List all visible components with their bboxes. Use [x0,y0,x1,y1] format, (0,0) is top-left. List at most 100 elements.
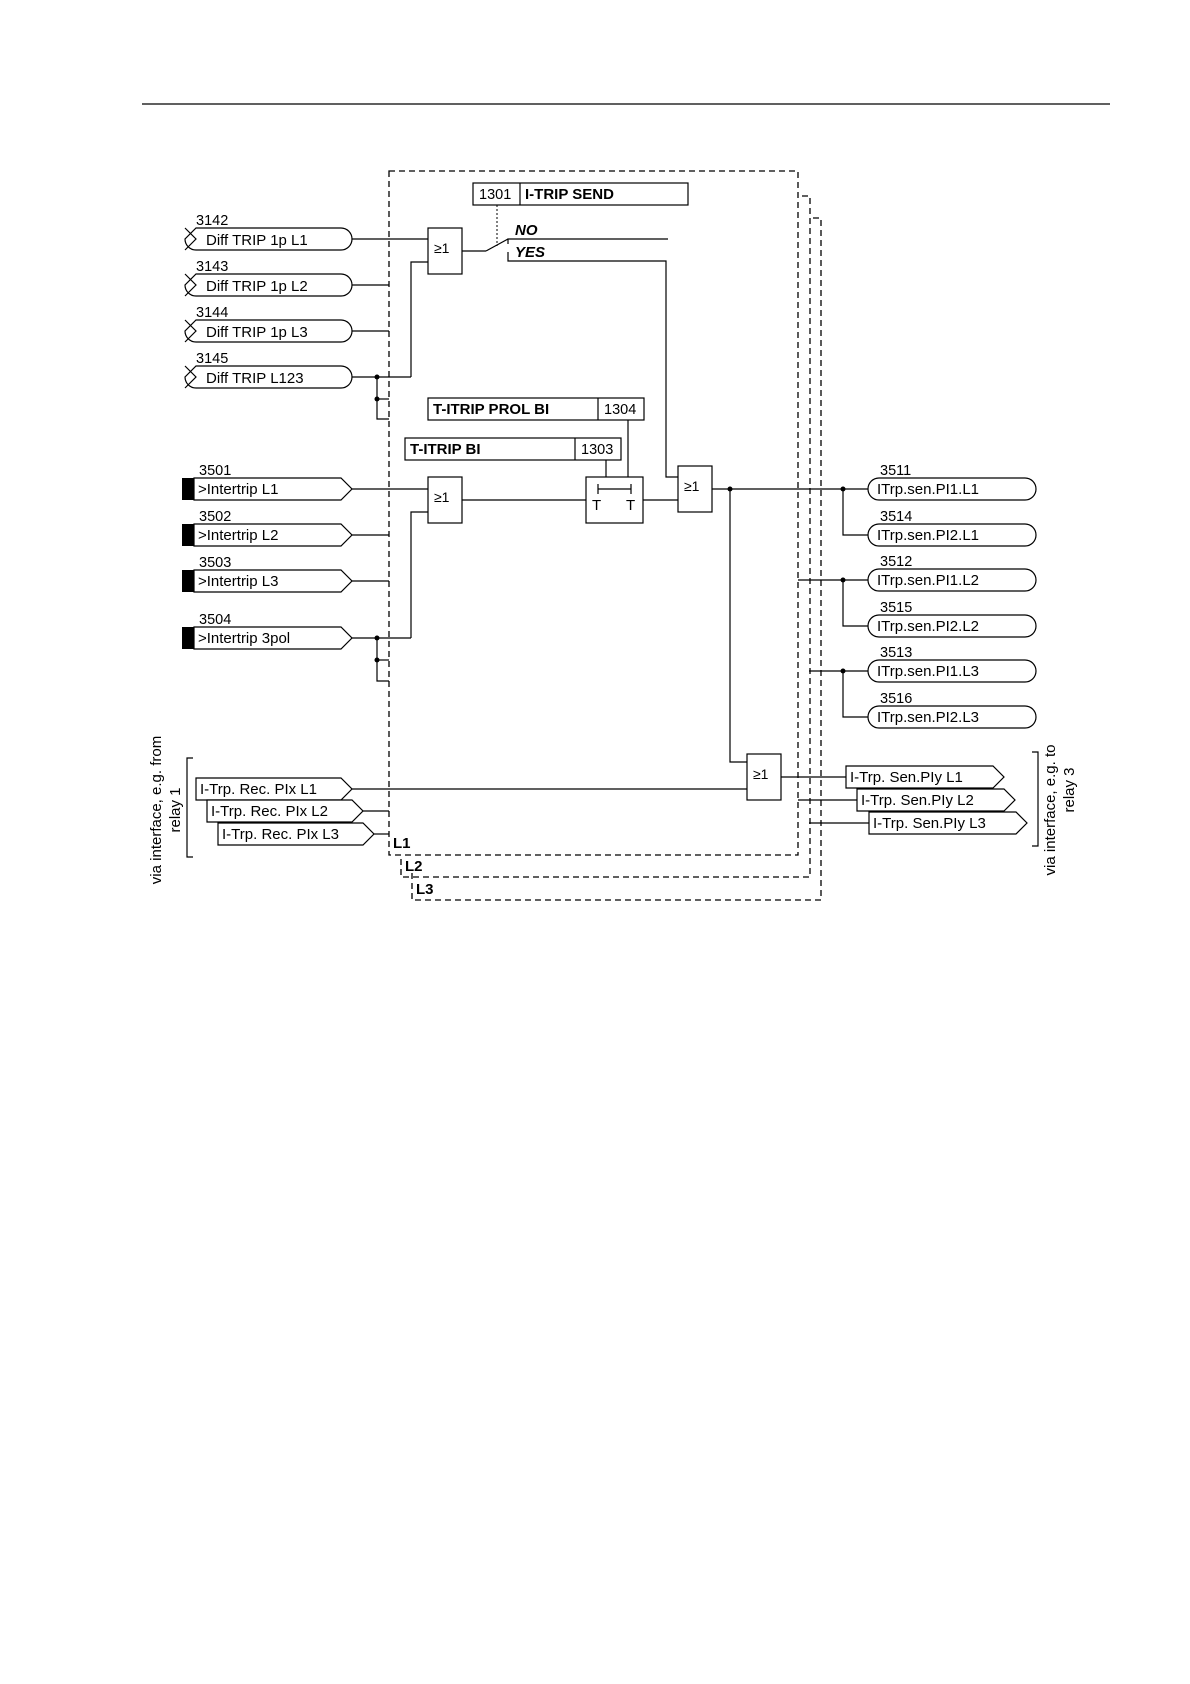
diff-input-3-label: Diff TRIP 1p L3 [206,324,308,341]
param-bi-name: T-ITRIP BI [410,441,481,458]
diff-wiring [352,238,428,420]
rec-wiring [352,788,747,835]
timer-label-1: T [592,497,601,514]
via-from-line2: relay 1 [167,787,184,832]
output-4-number: 3515 [880,600,912,616]
itrip-send-number: 1301 [479,187,511,203]
diff-input-3-shape [184,319,353,343]
rec-input-3: I-Trp. Rec. PIx L3 [217,822,375,846]
rec-input-2-shape [206,799,364,823]
diff-input-3: 3144 Diff TRIP 1p L3 [184,305,353,343]
rec-input-1: I-Trp. Rec. PIx L1 [195,777,353,801]
diff-input-4-number: 3145 [196,351,228,367]
diff-input-4-label: Diff TRIP L123 [206,370,304,387]
sen-output-3-label: I-Trp. Sen.PIy L3 [873,815,986,832]
output-2-label: ITrp.sen.PI2.L1 [877,527,979,544]
via-to-bracket: via interface, e.g. to relay 3 [1032,745,1078,876]
itrip-send-box [472,182,689,206]
output-1: 3511 ITrp.sen.PI1.L1 [867,463,1037,501]
via-from-bracket: via interface, e.g. from relay 1 [148,736,193,884]
output-1-shape [867,477,1037,501]
output-3-label: ITrp.sen.PI1.L2 [877,572,979,589]
rec-input-3-label: I-Trp. Rec. PIx L3 [222,826,339,843]
phase-label-l2: L2 [405,858,423,875]
output-2: 3514 ITrp.sen.PI2.L1 [867,509,1037,547]
binary-input-4-number: 3504 [199,612,231,628]
or-gate-send: ≥1 [746,753,782,801]
output-6-shape [867,705,1037,729]
or-gate-send-box [746,753,782,801]
diff-input-4: 3145 Diff TRIP L123 [184,351,353,389]
sen-output-2-label: I-Trp. Sen.PIy L2 [861,792,974,809]
diff-input-1-chevron [184,227,197,251]
itrip-send-switch: NO YES [462,205,678,478]
phase-boxes: L1 L2 L3 [388,170,822,901]
or-gate-binary: ≥1 [427,476,463,524]
or-gate-main-box [677,465,713,513]
param-prol: T-ITRIP PROL BI 1304 [427,397,645,421]
diff-input-4-shape [184,365,353,389]
output-5-number: 3513 [880,645,912,661]
binary-input-1-shape [193,477,353,501]
binary-input-4-block [182,627,194,649]
or-gate-main-label: ≥1 [684,478,700,494]
param-prol-box [427,397,645,421]
switch-option-yes: YES [515,244,545,261]
diff-input-3-chevron [184,319,197,343]
param-bi-number: 1303 [581,442,613,458]
phase-label-l3: L3 [416,881,434,898]
phase-box-l3 [411,217,822,901]
param-bi: T-ITRIP BI 1303 [404,437,622,461]
sen-output-2: I-Trp. Sen.PIy L2 [856,788,1016,812]
diff-input-4-chevron [184,365,197,389]
phase-box-l2 [400,195,811,878]
output-3: 3512 ITrp.sen.PI1.L2 [867,554,1037,592]
rec-input-2: I-Trp. Rec. PIx L2 [206,799,364,823]
diff-input-1-number: 3142 [196,213,228,229]
via-from-line1: via interface, e.g. from [148,736,165,884]
phase-box-l1 [388,170,799,856]
or-gate-send-label: ≥1 [753,766,769,782]
switch-option-no: NO [515,222,538,239]
diff-input-1-label: Diff TRIP 1p L1 [206,232,308,249]
diff-input-2-number: 3143 [196,259,228,275]
diff-input-2-chevron [184,273,197,297]
param-bi-box [404,437,622,461]
output-3-shape [867,568,1037,592]
binary-input-3-shape [193,569,353,593]
rec-input-2-label: I-Trp. Rec. PIx L2 [211,803,328,820]
binary-wiring [352,488,428,682]
binary-input-2-block [182,524,194,546]
output-1-number: 3511 [880,463,911,479]
main-output-wiring [712,486,868,763]
binary-input-3-label: >Intertrip L3 [198,573,278,590]
send-wiring [781,776,869,824]
or-gate-diff-box [427,227,463,275]
binary-input-1-block [182,478,194,500]
binary-input-2-shape [193,523,353,547]
via-to-line1: via interface, e.g. to [1042,745,1059,876]
param-prol-name: T-ITRIP PROL BI [433,401,549,418]
binary-input-2-label: >Intertrip L2 [198,527,278,544]
output-5-label: ITrp.sen.PI1.L3 [877,663,979,680]
output-6-label: ITrp.sen.PI2.L3 [877,709,979,726]
param-prol-number: 1304 [604,402,636,418]
binary-input-2-number: 3502 [199,509,231,525]
output-5-shape [867,659,1037,683]
via-to-line2: relay 3 [1061,767,1078,812]
diff-input-1-shape [184,227,353,251]
diff-input-2-label: Diff TRIP 1p L2 [206,278,308,295]
binary-input-3-number: 3503 [199,555,231,571]
binary-input-2: 3502 >Intertrip L2 [182,509,353,547]
output-6-number: 3516 [880,691,912,707]
binary-input-1-label: >Intertrip L1 [198,481,278,498]
binary-input-1-number: 3501 [199,463,231,479]
rec-input-3-shape [217,822,375,846]
output-4-shape [867,614,1037,638]
binary-input-1: 3501 >Intertrip L1 [182,463,353,501]
output-6: 3516 ITrp.sen.PI2.L3 [867,691,1037,729]
sen-output-3-shape [868,811,1028,835]
sen-output-1-label: I-Trp. Sen.PIy L1 [850,769,963,786]
diff-input-1: 3142 Diff TRIP 1p L1 [184,213,353,251]
binary-input-3: 3503 >Intertrip L3 [182,555,353,593]
